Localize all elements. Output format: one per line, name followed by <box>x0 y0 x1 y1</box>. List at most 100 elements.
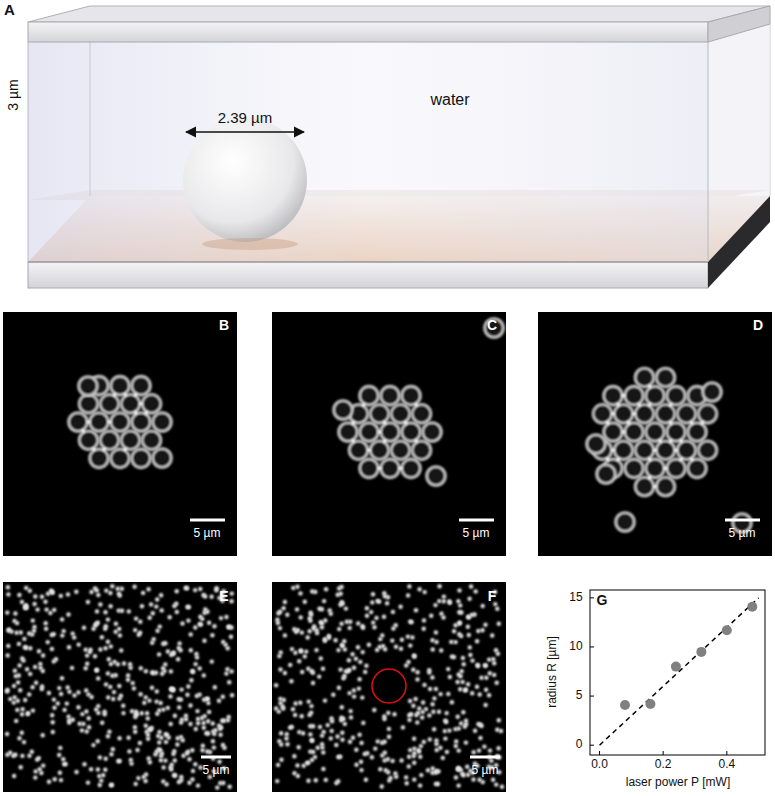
particle-ring <box>111 376 130 395</box>
contact-spot <box>653 448 657 452</box>
particle-dot <box>442 594 446 598</box>
particle-dot <box>377 599 381 603</box>
particle-dot <box>470 613 474 617</box>
particle-dot <box>293 713 297 717</box>
particle-dot <box>434 630 438 634</box>
particle-dot <box>205 610 209 614</box>
particle-dot <box>454 739 458 743</box>
particle-dot <box>147 727 151 731</box>
particle-dot <box>303 600 307 604</box>
particle-dot <box>27 631 31 635</box>
particle-dot <box>314 648 318 652</box>
particle-dot <box>457 588 461 592</box>
particle-dot <box>221 743 225 747</box>
particle-dot <box>412 653 416 657</box>
contact-spot <box>87 420 91 424</box>
particle-dot <box>349 715 353 719</box>
particle-dot <box>144 772 148 776</box>
particle-dot <box>66 612 70 616</box>
particle-dot <box>168 615 172 619</box>
particle-dot <box>452 629 456 633</box>
particle-dot <box>469 584 473 588</box>
particle-dot <box>456 767 460 771</box>
particle-dot <box>60 633 64 637</box>
particle-dot <box>187 757 191 761</box>
particle-dot <box>203 594 207 598</box>
particle-dot <box>196 721 200 725</box>
contact-spot <box>690 457 694 461</box>
particle-dot <box>385 601 389 605</box>
particle-dot <box>478 692 482 696</box>
particle-dot <box>407 764 411 768</box>
particle-dot <box>308 629 312 633</box>
particle-dot <box>127 609 131 613</box>
particle-dot <box>283 600 287 604</box>
particle-dot <box>138 741 142 745</box>
particle-dot <box>285 613 289 617</box>
particle-dot <box>191 670 195 674</box>
particle-dot <box>337 627 341 631</box>
particle-dot <box>117 608 121 612</box>
particle-dot <box>103 610 107 614</box>
particle-dot <box>144 724 148 728</box>
particle-dot <box>89 767 93 771</box>
contact-spot <box>648 385 652 389</box>
particle-dot <box>339 622 343 626</box>
particle-dot <box>348 740 352 744</box>
micrograph-panel <box>3 312 237 556</box>
particle-dot <box>496 746 500 750</box>
tick-label: 10 <box>569 640 582 653</box>
particle-dot <box>86 780 90 784</box>
particle-dot <box>32 629 36 633</box>
particle-dot <box>430 702 434 706</box>
particle-dot <box>338 755 342 759</box>
particle-ring <box>656 477 675 496</box>
particle-dot <box>218 733 222 737</box>
particle-dot <box>450 700 454 704</box>
particle-dot <box>106 671 110 675</box>
particle-dot <box>129 758 133 762</box>
particle-dot <box>365 751 369 755</box>
particle-dot <box>432 727 436 731</box>
particle-dot <box>302 764 306 768</box>
particle-dot <box>179 687 183 691</box>
particle-dot <box>14 631 18 635</box>
particle-dot <box>228 785 232 789</box>
particle-dot <box>33 594 37 598</box>
particle-dot <box>350 652 354 656</box>
particle-dot <box>87 716 91 720</box>
particle-dot <box>169 669 173 673</box>
particle-dot <box>314 778 318 782</box>
particle-dot <box>430 675 434 679</box>
particle-dot <box>308 724 312 728</box>
particle-dot <box>438 692 442 696</box>
particle-dot <box>163 758 167 762</box>
particle-dot <box>100 635 104 639</box>
particle-dot <box>412 754 416 758</box>
particle-ring <box>381 459 400 478</box>
contact-spot <box>144 411 148 415</box>
particle-ring <box>111 413 130 432</box>
particle-dot <box>428 687 432 691</box>
particle-dot <box>62 708 66 712</box>
particle-dot <box>420 715 424 719</box>
particle-dot <box>461 656 465 660</box>
particle-dot <box>58 771 62 775</box>
particle-ring <box>703 383 722 402</box>
particle-dot <box>171 688 175 692</box>
particle-dot <box>210 633 214 637</box>
particle-dot <box>457 621 461 625</box>
particle-dot <box>150 686 154 690</box>
particle-dot <box>226 718 230 722</box>
particle-dot <box>458 687 462 691</box>
particle-dot <box>104 588 108 592</box>
particle-dot <box>157 740 161 744</box>
particle-dot <box>196 783 200 787</box>
particle-dot <box>399 647 403 651</box>
particle-dot <box>468 653 472 657</box>
particle-dot <box>157 747 161 751</box>
particle-dot <box>310 738 314 742</box>
particle-dot <box>193 662 197 666</box>
particle-dot <box>354 657 358 661</box>
particle-dot <box>137 633 141 637</box>
